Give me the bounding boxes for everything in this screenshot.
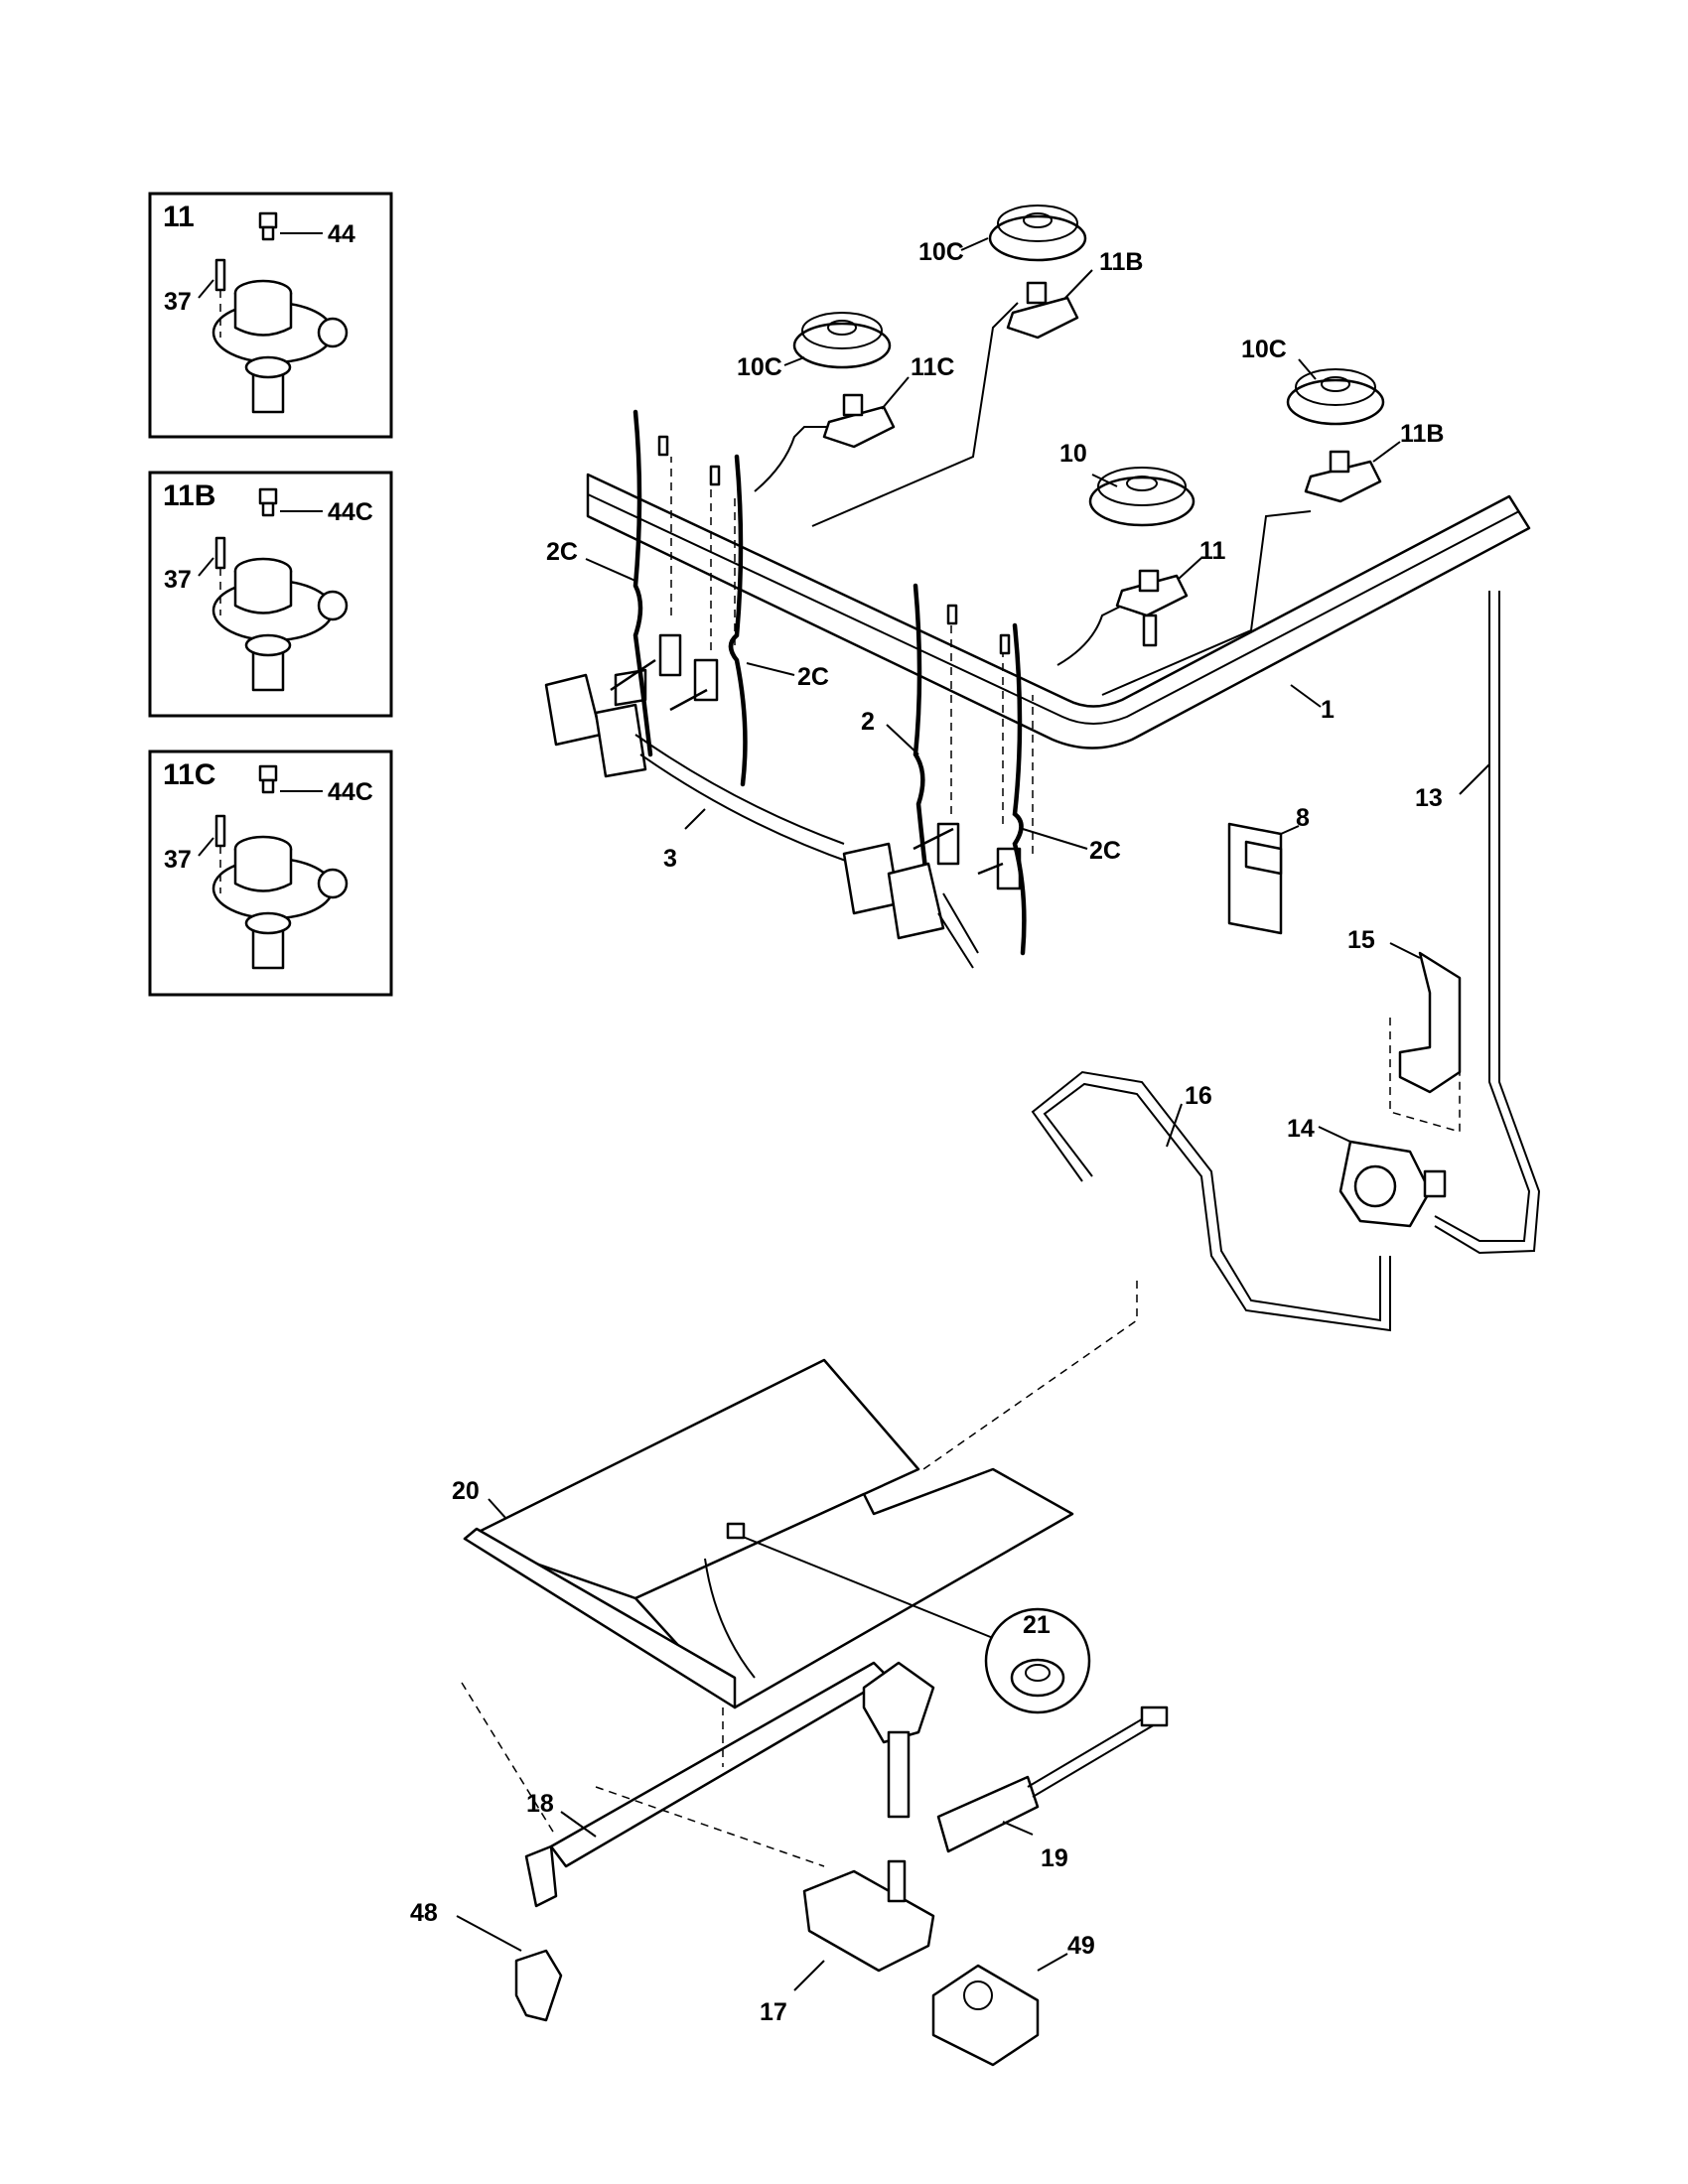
callout-10c-right: 10C (1241, 336, 1287, 363)
burner-cap-10c-right (1286, 368, 1385, 426)
callout-3: 3 (663, 845, 677, 873)
screw-icon (709, 465, 721, 486)
callout-11c: 11C (911, 353, 954, 381)
guide-line (922, 1281, 1138, 1470)
pressure-regulator (1338, 1140, 1447, 1228)
callout-15: 15 (1347, 926, 1375, 954)
supply-line (1434, 591, 1541, 1255)
lock-nut (726, 1522, 746, 1540)
manifold-pipe (586, 473, 1531, 750)
bracket-2c-a (633, 409, 653, 757)
callout-18: 18 (526, 1790, 554, 1818)
burner-base-11c (822, 393, 896, 449)
burner-base-11b-right (1304, 450, 1382, 503)
cross-brace (544, 673, 979, 969)
inset-11b-label-44c: 44C (328, 498, 373, 526)
bracket-2c-b (728, 454, 748, 787)
inset-11b-title: 11B (163, 479, 215, 512)
inset-11c: 11C 44C 37 (148, 750, 393, 997)
callout-2: 2 (861, 708, 875, 736)
orifice-icon (258, 211, 278, 241)
regulator-bracket (1389, 951, 1462, 1133)
burner-head-icon (211, 279, 349, 414)
bake-burner (524, 1661, 935, 1908)
callout-8: 8 (1296, 804, 1310, 832)
callout-21: 21 (1023, 1611, 1051, 1639)
magnified-nut (984, 1607, 1091, 1714)
screw-icon (214, 814, 226, 893)
callout-2c-left: 2C (546, 538, 578, 566)
burner-cap-10c-top (988, 205, 1087, 262)
callout-10c-top: 10C (918, 238, 964, 266)
inset-11c-title: 11C (163, 758, 215, 791)
safety-valve (802, 1859, 935, 1973)
callout-11: 11 (1199, 537, 1226, 565)
inset-11: 11 44 37 (148, 192, 393, 439)
screw-icon (214, 536, 226, 615)
callout-49: 49 (1067, 1932, 1095, 1960)
callout-2c-middle: 2C (797, 663, 829, 691)
spark-module (1227, 822, 1283, 935)
valve-left-group (610, 457, 736, 712)
bracket-2 (913, 583, 931, 896)
inset-11-title: 11 (163, 201, 195, 233)
heat-shield (463, 1358, 1074, 1709)
callout-11b-right: 11B (1400, 420, 1444, 448)
callout-16: 16 (1185, 1082, 1212, 1110)
magnify-leader (742, 1536, 994, 1639)
callout-13: 13 (1415, 784, 1443, 812)
screw-icon (657, 435, 669, 457)
inset-11b-label-37: 37 (164, 566, 192, 594)
orifice-icon (258, 764, 278, 794)
inset-11b: 11B 44C 37 (148, 471, 393, 718)
gas-line (1056, 600, 1133, 666)
inset-11-label-37: 37 (164, 288, 192, 316)
screw-icon (999, 633, 1011, 655)
burner-head-icon (211, 835, 349, 970)
inset-11-label-44: 44 (328, 220, 355, 248)
burner-head-icon (211, 557, 349, 692)
callout-11b-top: 11B (1099, 248, 1143, 276)
inset-11c-label-44c: 44C (328, 778, 373, 806)
guide-line (461, 1682, 557, 1838)
bracket-2c-c (1012, 622, 1027, 956)
mounting-bracket (514, 1949, 563, 2022)
guide-line (595, 1786, 825, 1867)
callout-20: 20 (452, 1477, 480, 1505)
callout-2c-right: 2C (1089, 837, 1121, 865)
feed-line (1031, 1070, 1381, 1322)
valve-right-group (913, 615, 1034, 890)
callout-19: 19 (1041, 1844, 1068, 1872)
inset-11c-label-37: 37 (164, 846, 192, 874)
callout-1: 1 (1321, 696, 1335, 724)
orifice-icon (258, 487, 278, 517)
callout-48: 48 (410, 1899, 438, 1927)
callout-14: 14 (1287, 1115, 1315, 1143)
callout-10c-left: 10C (737, 353, 782, 381)
burner-cap-10 (1088, 467, 1196, 527)
callout-10: 10 (1059, 440, 1087, 468)
feed-line (1043, 1082, 1391, 1332)
gas-line (754, 426, 844, 492)
burner-base-11 (1115, 569, 1189, 647)
screw-icon (946, 604, 958, 625)
burner-base-11b-top (1006, 281, 1079, 340)
supply-line (1434, 591, 1531, 1242)
callout-17: 17 (760, 1998, 787, 2026)
gas-line (811, 302, 1019, 527)
valve-cover (931, 1964, 1040, 2067)
screw-icon (214, 258, 226, 338)
burner-cap-10c-left (792, 312, 892, 369)
gas-line (1101, 510, 1312, 696)
oven-igniter (936, 1706, 1169, 1853)
